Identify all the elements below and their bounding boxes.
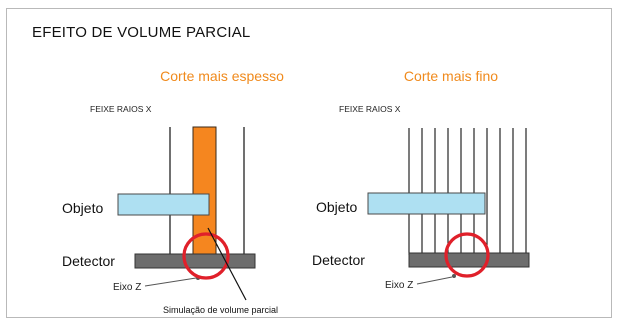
partial-volume-highlight — [182, 232, 230, 280]
thin-slice-subtitle: Corte mais fino — [404, 68, 498, 84]
thick-slice-panel: Corte mais espesso FEIXE RAIOS X Objeto … — [62, 68, 284, 293]
object-block — [117, 193, 210, 216]
annotation-pointer-line — [207, 227, 247, 301]
detector-bar — [134, 253, 256, 269]
thick-slice-detector-label: Detector — [62, 253, 115, 269]
thick-slice-beam-label: FEIXE RAIOS X — [90, 104, 152, 114]
thin-slice-axis-label: Eixo Z — [385, 280, 413, 291]
object-block — [367, 192, 486, 215]
thin-slice-object-label: Objeto — [316, 199, 357, 215]
thin-slice-panel: Corte mais fino FEIXE RAIOS X Objeto Det… — [312, 68, 530, 291]
axis-pointer-line — [144, 277, 197, 287]
thick-slice-object-label: Objeto — [62, 200, 103, 216]
annotation-label: Simulação de volume parcial — [163, 305, 278, 315]
thin-slice-beam-label: FEIXE RAIOS X — [339, 104, 401, 114]
detector-bar — [408, 252, 530, 268]
thick-slice-axis-label: Eixo Z — [113, 282, 141, 293]
axis-pointer-line — [416, 276, 453, 285]
thick-slice-subtitle: Corte mais espesso — [160, 68, 284, 84]
partial-volume-highlight — [444, 232, 490, 278]
page-title: EFEITO DE VOLUME PARCIAL — [32, 24, 251, 41]
thin-slice-detector-label: Detector — [312, 252, 365, 268]
axis-pointer-dot — [452, 274, 456, 278]
